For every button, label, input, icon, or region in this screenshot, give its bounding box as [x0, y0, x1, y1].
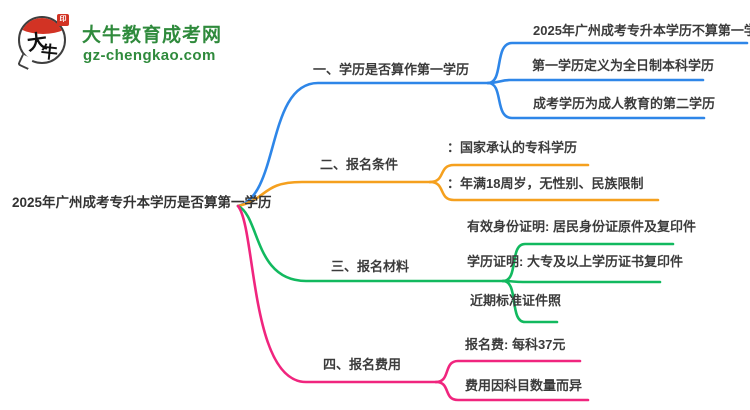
branch-3-child-2-line [501, 279, 662, 284]
branch-2-label: 二、报名条件 [320, 157, 399, 172]
branch-1-label: 一、学历是否算作第一学历 [313, 62, 470, 77]
branch-4-child-2-line [434, 380, 590, 402]
branch-3-label: 三、报名材料 [331, 259, 410, 274]
branch-3-child-3: 近期标准证件照 [470, 293, 562, 308]
branch-2-line [236, 180, 432, 208]
branch-2-child-2: ：年满18周岁，无性别、民族限制 [447, 176, 644, 191]
logo-bull-icon: 大 牛 印 [17, 14, 69, 70]
branch-3-child-1-line [501, 242, 675, 283]
branch-4-child-2: 费用因科目数量而异 [465, 378, 583, 393]
branch-3-child-1: 有效身份证明: 居民身份证原件及复印件 [467, 219, 696, 234]
branch-4-label: 四、报名费用 [323, 357, 402, 372]
branch-1-child-2: 第一学历定义为全日制本科学历 [532, 58, 715, 73]
site-logo: 大 牛 印 大牛教育成考网 gz-chengkao.com [14, 12, 224, 70]
branch-1-line [236, 81, 490, 208]
site-name: 大牛教育成考网 [82, 25, 223, 46]
logo-red-arc [20, 18, 64, 34]
branch-2-child-2-line [428, 180, 660, 202]
branch-4-lines [236, 204, 590, 402]
branch-3-lines [236, 204, 675, 324]
branch-3-child-2: 学历证明: 大专及以上学历证书复印件 [467, 254, 683, 269]
branch-3-line [236, 204, 505, 283]
logo-char-niu: 牛 [39, 42, 59, 63]
branch-1-lines [236, 41, 749, 208]
branch-1-child-1: 2025年广州成考专升本学历不算第一学历 [533, 23, 750, 38]
branch-1-child-3: 成考学历为成人教育的第二学历 [533, 96, 716, 111]
root-topic: 2025年广州成考专升本学历是否算第一学历 [12, 195, 272, 210]
logo-seal-icon: 印 [57, 14, 69, 26]
branch-4-line [236, 204, 438, 384]
branch-2-child-1: ：国家承认的专科学历 [447, 140, 578, 155]
branch-3-child-3-line [501, 279, 559, 324]
branch-1-child-2-line [486, 78, 705, 85]
branch-1-child-3-line [486, 81, 706, 120]
site-url: gz-chengkao.com [83, 47, 216, 64]
branch-4-child-1: 报名费: 每科37元 [465, 337, 566, 352]
branch-2-lines [236, 163, 660, 208]
